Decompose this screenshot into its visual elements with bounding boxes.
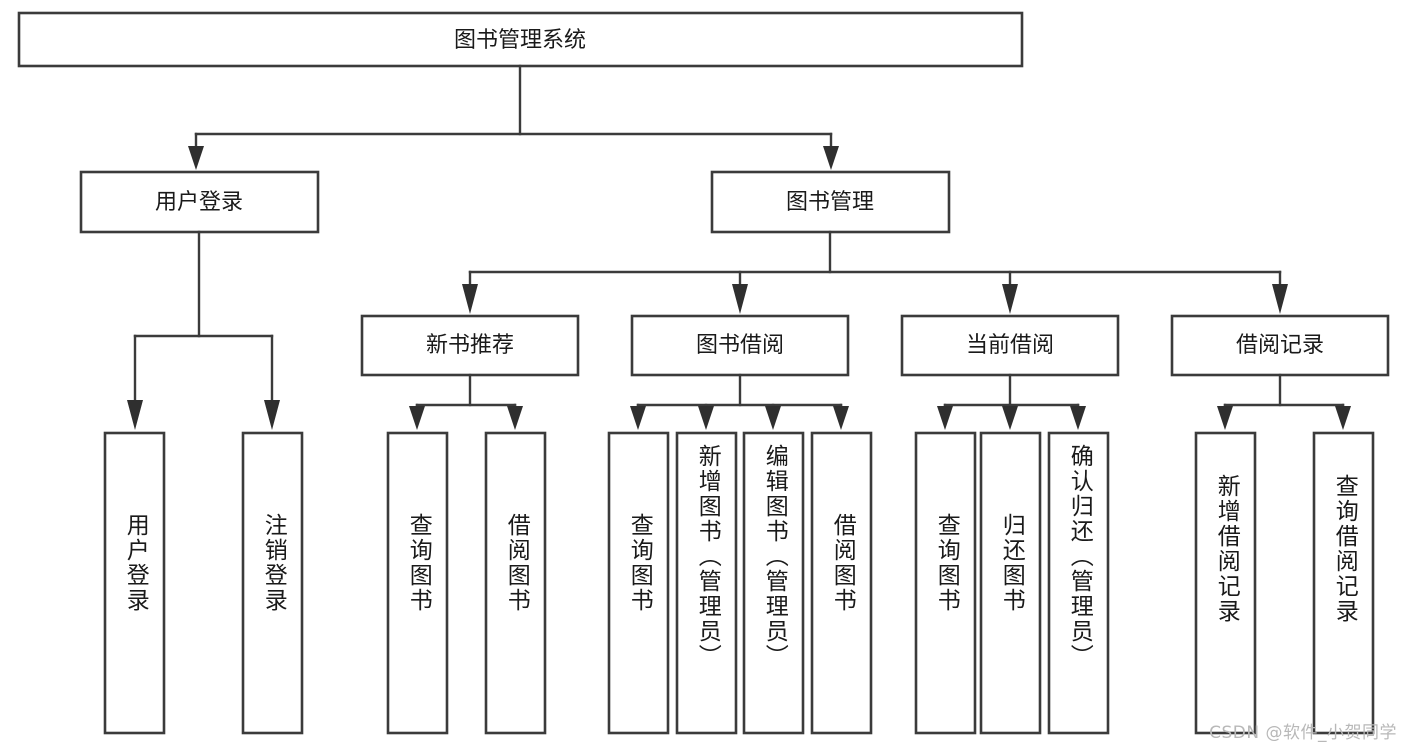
node-new-book-recommend-label: 新书推荐 xyxy=(426,333,514,358)
node-borrow-record-label: 借阅记录 xyxy=(1236,333,1324,358)
arrowhead-l3-4 xyxy=(1272,284,1288,314)
arrowhead-nbr-1 xyxy=(409,406,425,430)
arrowhead-l3-2 xyxy=(732,284,748,314)
arrowhead-cb-3 xyxy=(1070,406,1086,430)
arrowhead-bb-3 xyxy=(765,406,781,430)
leaf-box-ul-2[interactable] xyxy=(241,431,304,735)
leaf-box-ul-1[interactable] xyxy=(103,431,166,735)
node-book-borrow-box[interactable] xyxy=(630,314,850,377)
node-root-box[interactable] xyxy=(17,11,1024,68)
node-new-book-recommend[interactable]: 新书推荐 xyxy=(360,314,580,377)
node-root[interactable]: 图书管理系统 xyxy=(17,11,1024,68)
leaf-box-nbr-2[interactable] xyxy=(484,431,547,735)
leaf-box-nbr-1[interactable] xyxy=(386,431,449,735)
node-book-borrow-label: 图书借阅 xyxy=(696,333,784,358)
leaf-box-cb-3[interactable] xyxy=(1047,431,1110,735)
node-borrow-record-box[interactable] xyxy=(1170,314,1390,377)
node-book-manage-box[interactable] xyxy=(710,170,951,234)
arrowhead-br-1 xyxy=(1217,406,1233,430)
arrowhead-cb-2 xyxy=(1002,406,1018,430)
arrowhead-ul-2 xyxy=(264,400,280,430)
leaf-box-cb-2[interactable] xyxy=(979,431,1042,735)
arrowhead-book-manage xyxy=(823,146,839,170)
arrowhead-bb-2 xyxy=(698,406,714,430)
node-user-login[interactable]: 用户登录 xyxy=(79,170,320,234)
arrowhead-ul-1 xyxy=(127,400,143,430)
arrowhead-cb-1 xyxy=(937,406,953,430)
arrowhead-bb-4 xyxy=(833,406,849,430)
leaf-box-bb-3[interactable] xyxy=(742,431,805,735)
node-user-login-label: 用户登录 xyxy=(155,190,243,215)
node-current-borrow-box[interactable] xyxy=(900,314,1120,377)
node-borrow-record[interactable]: 借阅记录 xyxy=(1170,314,1390,377)
node-current-borrow-label: 当前借阅 xyxy=(966,333,1054,358)
arrowhead-br-2 xyxy=(1335,406,1351,430)
leaf-box-bb-1[interactable] xyxy=(607,431,670,735)
node-new-book-recommend-box[interactable] xyxy=(360,314,580,377)
arrowhead-user-login xyxy=(188,146,204,170)
leaf-box-br-1[interactable] xyxy=(1194,431,1257,735)
node-current-borrow[interactable]: 当前借阅 xyxy=(900,314,1120,377)
leaf-box-bb-4[interactable] xyxy=(810,431,873,735)
node-book-manage[interactable]: 图书管理 xyxy=(710,170,951,234)
watermark-label: CSDN @软件_小贺同学 xyxy=(1209,723,1397,743)
node-book-manage-label: 图书管理 xyxy=(786,190,874,215)
leaf-box-br-2[interactable] xyxy=(1312,431,1375,735)
node-root-label: 图书管理系统 xyxy=(454,28,586,53)
arrowhead-l3-3 xyxy=(1002,284,1018,314)
leaf-box-bb-2[interactable] xyxy=(675,431,738,735)
arrowhead-nbr-2 xyxy=(507,406,523,430)
node-book-borrow[interactable]: 图书借阅 xyxy=(630,314,850,377)
arrowhead-l3-1 xyxy=(462,284,478,314)
arrowhead-bb-1 xyxy=(630,406,646,430)
leaf-box-cb-1[interactable] xyxy=(914,431,977,735)
